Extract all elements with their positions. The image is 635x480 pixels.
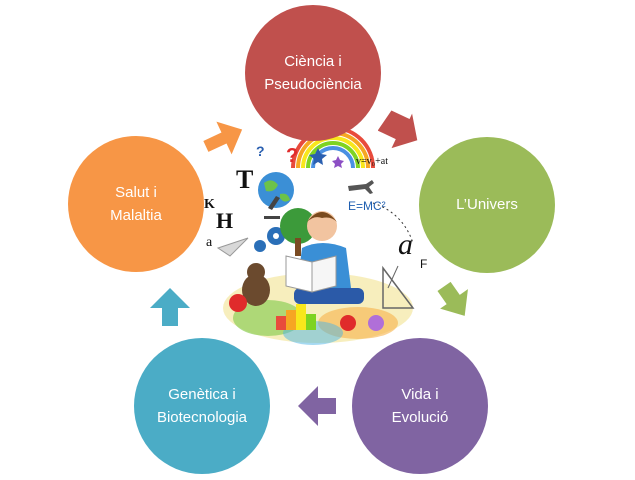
arrow-ciencia-to-univers bbox=[378, 110, 418, 149]
symbol-formula-velocity: v=v₀+at bbox=[356, 156, 388, 167]
node-genetica-biotecnologia[interactable]: Genètica i Biotecnologia bbox=[134, 338, 270, 474]
arrow-salut-to-ciencia bbox=[203, 121, 243, 155]
node-salut-line1: Salut i bbox=[115, 183, 157, 201]
symbol-letter-k: K bbox=[204, 197, 215, 212]
node-salut-line2: Malaltia bbox=[110, 207, 162, 224]
arrow-univers-to-vida bbox=[437, 281, 468, 316]
symbol-letter-a-large: a bbox=[398, 228, 413, 261]
node-salut-malaltia[interactable]: Salut i Malaltia bbox=[68, 136, 204, 272]
symbol-formula-energy: E=MC² bbox=[348, 199, 386, 213]
symbol-question-mark-2: ? bbox=[256, 143, 265, 159]
symbol-letter-h: H bbox=[216, 208, 233, 233]
node-ciencia-line1: Ciència i bbox=[284, 52, 342, 70]
arrow-genetica-to-salut bbox=[150, 288, 190, 326]
arrow-vida-to-genetica bbox=[298, 386, 336, 426]
node-ciencia-pseudociencia[interactable]: Ciència i Pseudociència bbox=[245, 5, 381, 141]
child-reading-science-illustration: T H K a a F ? ? v=v₀+at E=MC² bbox=[204, 128, 427, 345]
symbol-question-mark: ? bbox=[286, 145, 298, 167]
node-univers-line1: L’Univers bbox=[456, 196, 518, 214]
node-vida-evolucio[interactable]: Vida i Evolució bbox=[352, 338, 488, 474]
node-genetica-line1: Genètica i bbox=[168, 385, 236, 403]
symbol-letter-t: T bbox=[236, 165, 253, 194]
node-vida-line1: Vida i bbox=[401, 385, 439, 403]
node-univers[interactable]: L’Univers bbox=[419, 137, 555, 273]
symbol-letter-f: F bbox=[420, 257, 427, 271]
node-ciencia-line2: Pseudociència bbox=[264, 76, 362, 93]
node-genetica-line2: Biotecnologia bbox=[156, 409, 248, 426]
node-vida-line2: Evolució bbox=[391, 409, 449, 426]
symbol-letter-a-small: a bbox=[206, 235, 213, 250]
